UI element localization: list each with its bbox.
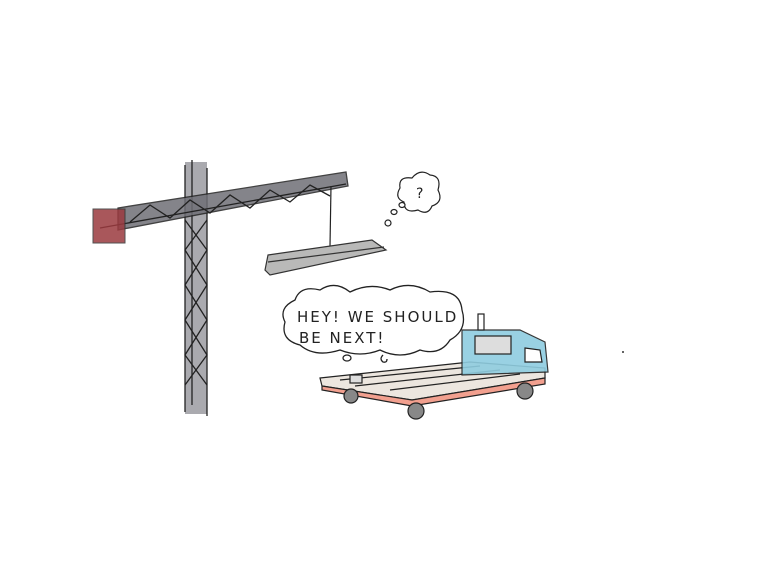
speech-line-1: HEY! WE SHOULD: [297, 308, 458, 326]
flatbed-truck: [319, 313, 549, 407]
speech-bubble: [282, 284, 465, 363]
crane-cable: [329, 185, 332, 247]
speech-line-2: BE NEXT!: [299, 329, 385, 347]
thought-bubble: [384, 171, 441, 227]
steel-beam: [264, 239, 388, 276]
crane-mast: [184, 160, 208, 416]
thought-text: ?: [416, 186, 423, 202]
counterweight: [92, 208, 126, 244]
crane-jib: [99, 171, 349, 231]
truck-wheels: [343, 382, 534, 420]
